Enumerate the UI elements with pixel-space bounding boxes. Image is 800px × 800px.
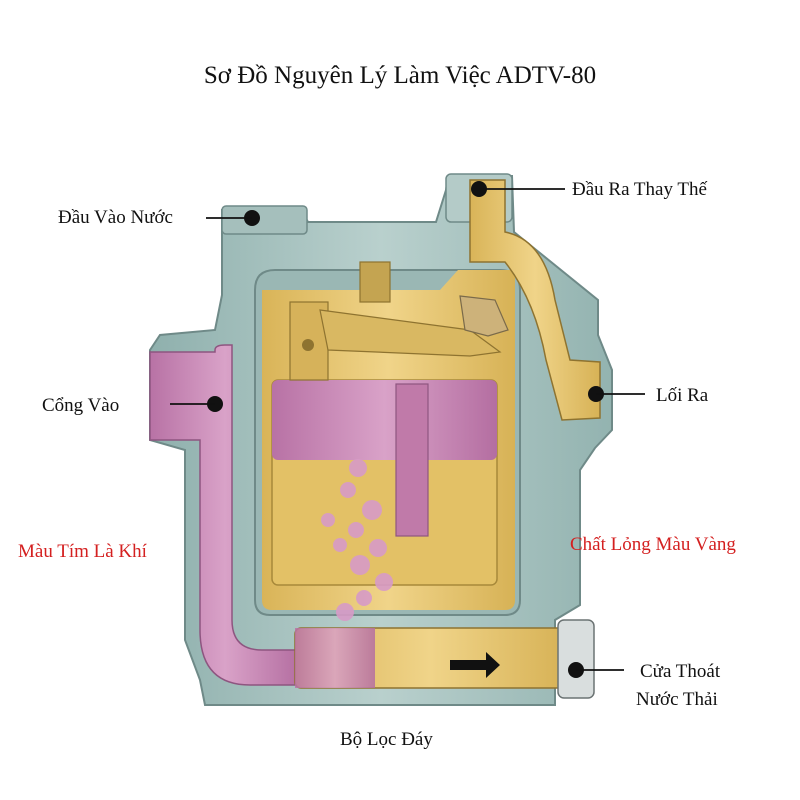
label-drain-line1: Cửa Thoát xyxy=(640,661,721,682)
flow-arrow-icon xyxy=(450,652,500,678)
gas-bubbles xyxy=(321,459,393,621)
label-drain-line2: Nước Thải xyxy=(636,689,718,710)
label-bottom-filter: Bộ Lọc Đáy xyxy=(340,729,433,750)
liquid-region xyxy=(262,261,515,610)
label-inlet: Cổng Vào xyxy=(42,395,120,416)
outlet-liquid-pipe xyxy=(469,179,601,421)
label-alt-outlet: Đầu Ra Thay Thế xyxy=(572,179,707,200)
inlet-gas-pipe xyxy=(149,344,301,686)
bottom-filter-tube xyxy=(294,619,595,699)
label-liquid-note: Chất Lỏng Màu Vàng xyxy=(570,534,736,555)
label-water-inlet: Đầu Vào Nước xyxy=(58,207,173,228)
label-gas-note: Màu Tím Là Khí xyxy=(18,541,147,562)
leader-lines xyxy=(170,188,645,671)
label-outlet: Lối Ra xyxy=(656,385,709,406)
diagram-title: Sơ Đồ Nguyên Lý Làm Việc ADTV-80 xyxy=(203,62,597,89)
